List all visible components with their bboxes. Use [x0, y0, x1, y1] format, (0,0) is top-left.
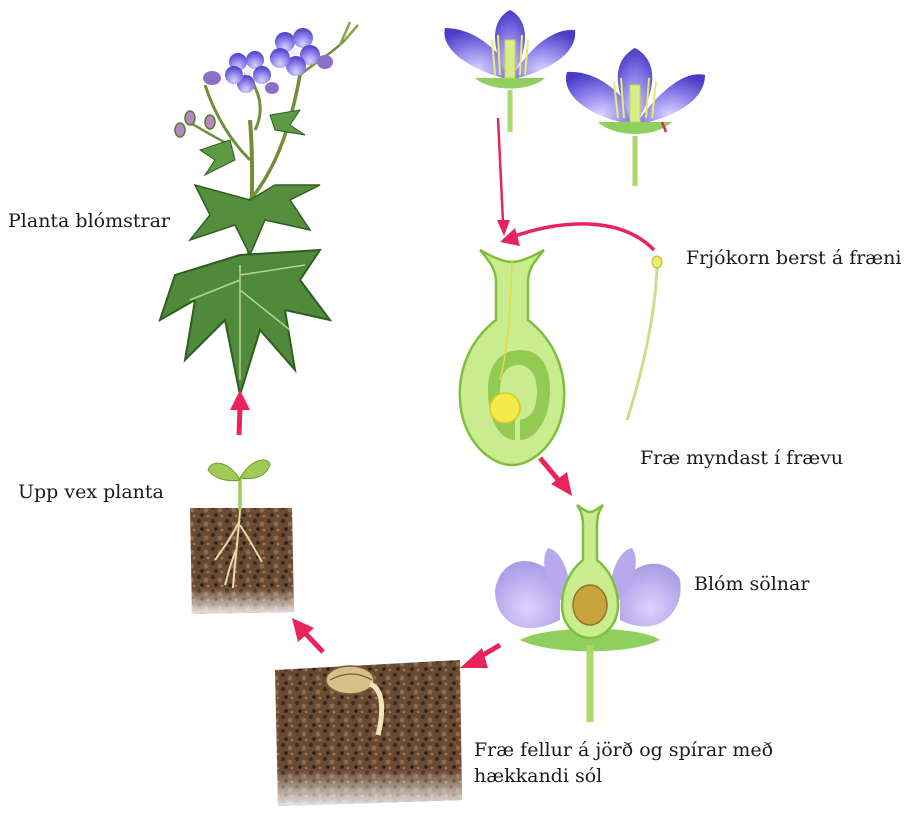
- arrow-pistil-to-wilting: [540, 458, 572, 496]
- label-growth: Upp vex planta: [18, 480, 164, 506]
- label-wilting: Blóm sölnar: [694, 572, 809, 598]
- label-flowering: Planta blómstrar: [8, 209, 170, 235]
- arrow-pollen-to-stigma: [500, 224, 654, 250]
- arrow-seed-to-seedling: [292, 618, 323, 652]
- label-germination: Fræ fellur á jörð og spírar með hækkandi…: [474, 738, 773, 789]
- arrow-flowers-to-pistil: [497, 118, 510, 236]
- sprouting-seed-icon: [275, 660, 462, 806]
- pistil-ovary-icon: [460, 250, 564, 465]
- label-germination-line2: hækkandi sól: [474, 764, 773, 790]
- open-flower-icon: [566, 48, 705, 186]
- wilted-flower-icon: [495, 505, 681, 722]
- flowering-geranium-plant-icon: [160, 22, 358, 395]
- label-pollination: Frjókorn berst á fræni: [686, 246, 901, 272]
- seedling-icon: [190, 460, 294, 614]
- pollen-tube-icon: [627, 256, 662, 420]
- arrow-wilting-to-seed: [460, 645, 500, 668]
- label-seed-forming: Fræ myndast í frævu: [640, 446, 843, 472]
- arrow-seedling-to-flowering: [230, 390, 250, 435]
- open-flower-icon: [444, 10, 575, 132]
- label-germination-line1: Fræ fellur á jörð og spírar með: [474, 738, 773, 764]
